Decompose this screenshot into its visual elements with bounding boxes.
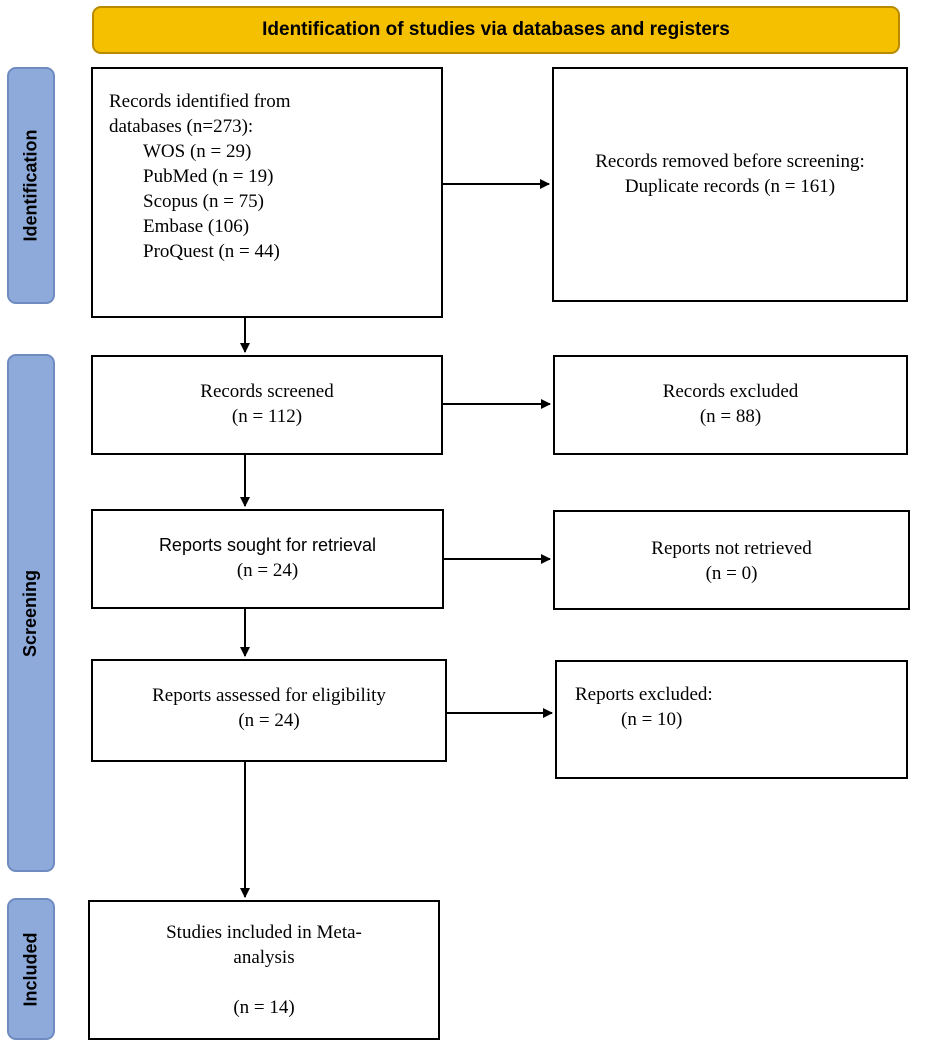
- reports-sought-box: Reports sought for retrieval (n = 24): [91, 509, 444, 609]
- header-banner: Identification of studies via databases …: [92, 6, 900, 54]
- screened-line2: (n = 112): [231, 406, 303, 427]
- not-retrieved-line1: Reports not retrieved: [651, 538, 812, 559]
- banner-title: Identification of studies via databases …: [262, 19, 730, 40]
- reports-excluded-box: Reports excluded: (n = 10): [555, 660, 908, 779]
- reports-excluded-line2: (n = 10): [621, 709, 683, 730]
- studies-included-box: Studies included in Meta- analysis (n = …: [88, 900, 440, 1040]
- excluded-records-line2: (n = 88): [699, 406, 762, 427]
- source-proquest: ProQuest (n = 44): [143, 241, 280, 262]
- phase-screening: Screening: [7, 354, 55, 872]
- phase-included: Included: [7, 898, 55, 1040]
- removed-line1: Records removed before screening:: [595, 151, 865, 172]
- sought-line1: Reports sought for retrieval: [158, 535, 377, 555]
- excluded-records-line1: Records excluded: [662, 381, 799, 402]
- source-wos: WOS (n = 29): [143, 141, 252, 162]
- assessed-line1: Reports assessed for eligibility: [152, 685, 386, 706]
- assessed-line2: (n = 24): [238, 710, 300, 731]
- included-line3: (n = 14): [233, 997, 295, 1018]
- identified-line2: databases (n=273):: [109, 116, 254, 137]
- phase-identification: Identification: [7, 67, 55, 304]
- source-pubmed: PubMed (n = 19): [143, 166, 274, 187]
- records-screened-box: Records screened (n = 112): [91, 355, 443, 455]
- sought-line2: (n = 24): [236, 560, 299, 581]
- included-line1: Studies included in Meta-: [166, 922, 362, 943]
- not-retrieved-line2: (n = 0): [705, 563, 758, 584]
- records-excluded-box: Records excluded (n = 88): [553, 355, 908, 455]
- reports-assessed-box: Reports assessed for eligibility (n = 24…: [91, 659, 447, 762]
- records-removed-box: Records removed before screening: Duplic…: [552, 67, 908, 302]
- source-scopus: Scopus (n = 75): [143, 191, 265, 212]
- included-line2: analysis: [233, 947, 295, 968]
- records-identified-box: Records identified from databases (n=273…: [91, 67, 443, 318]
- identified-line1: Records identified from: [109, 91, 291, 112]
- screened-line1: Records screened: [200, 381, 334, 402]
- reports-excluded-line1: Reports excluded:: [575, 684, 713, 705]
- removed-line2: Duplicate records (n = 161): [624, 176, 836, 197]
- source-embase: Embase (106): [143, 216, 250, 237]
- reports-not-retrieved-box: Reports not retrieved (n = 0): [553, 510, 910, 610]
